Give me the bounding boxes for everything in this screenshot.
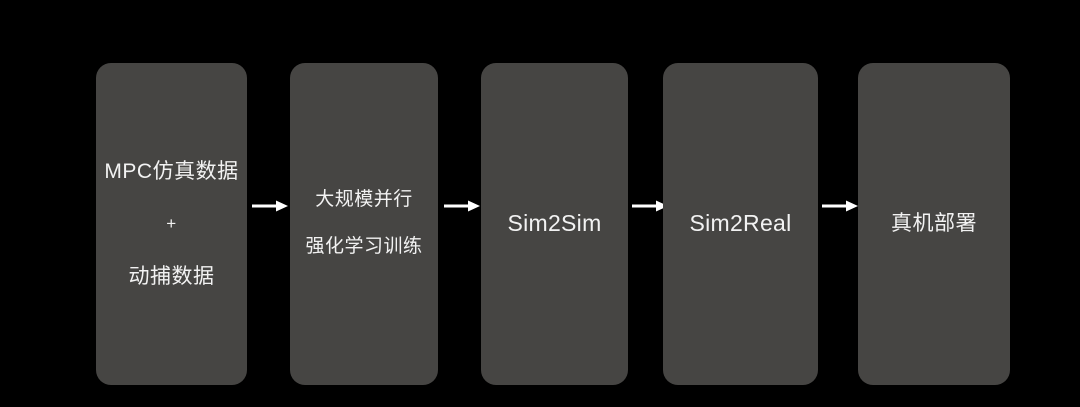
stage-label-line: 动捕数据 (128, 265, 215, 289)
stage-label-line: MPC仿真数据 (104, 159, 239, 183)
stage-box-large-scale-rl[interactable]: 大规模并行 强化学习训练 (290, 63, 438, 385)
arrow-right-icon (252, 199, 288, 213)
arrow-right-icon (632, 199, 668, 213)
stage-label-line: 大规模并行 (315, 189, 413, 211)
stage-label-line: 真机部署 (891, 212, 977, 236)
stage-box-mpc-data[interactable]: MPC仿真数据 + 动捕数据 (96, 63, 247, 385)
stage-box-real-robot-deploy[interactable]: 真机部署 (858, 63, 1010, 385)
stage-label-line: 强化学习训练 (305, 236, 423, 257)
stage-box-sim2sim[interactable]: Sim2Sim (481, 63, 628, 385)
stage-box-sim2real[interactable]: Sim2Real (663, 63, 818, 385)
stage-label-plus: + (166, 213, 177, 233)
stage-label-line: Sim2Sim (507, 210, 602, 237)
arrow-right-icon (444, 199, 480, 213)
arrow-right-icon (822, 199, 858, 213)
stage-label-line: Sim2Real (689, 210, 792, 237)
